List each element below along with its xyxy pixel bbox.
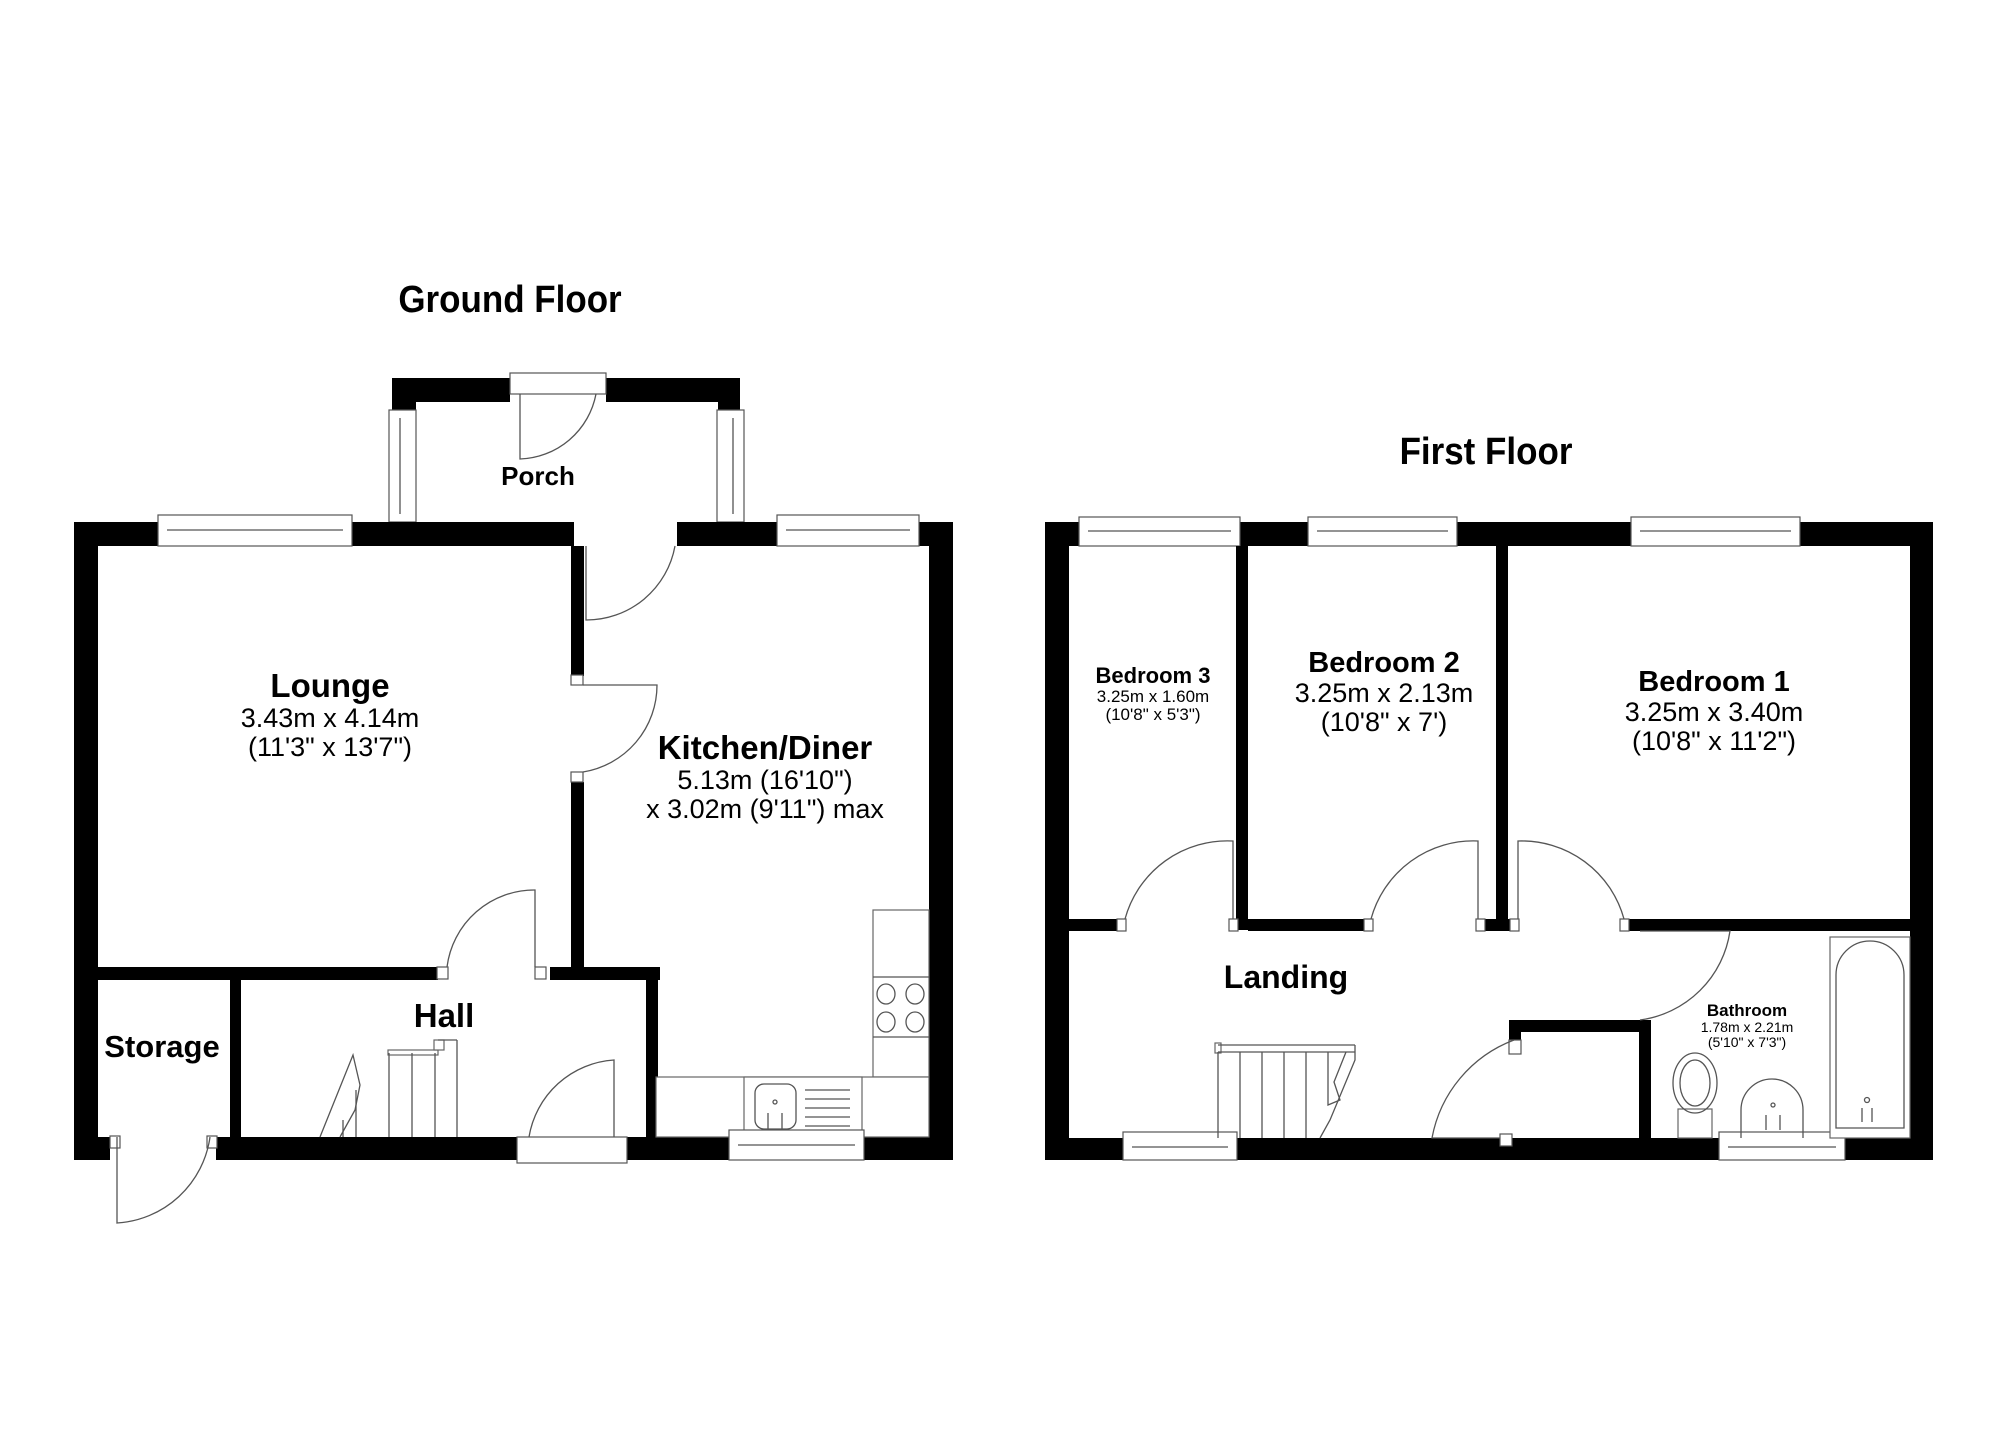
hall-door-frame [516,1136,628,1164]
bath-icon [1829,936,1911,1139]
hob-icon [876,983,925,1033]
hall-lounge-door-swing [446,889,536,968]
room-label-hall: Hall [414,998,475,1034]
sink-icon [754,1083,850,1130]
lounge-door-swing [582,684,658,773]
room-label-bathroom: Bathroom 1.78m x 2.21m (5'10" x 7'3") [1700,1001,1794,1051]
first-floor-title: First Floor [1399,431,1573,473]
bedroom3-door-swing [1124,840,1234,920]
room-label-porch: Porch [501,462,575,490]
room-dimensions-imperial: (10'8" x 11'2") [1631,726,1797,757]
room-dimensions-line2: x 3.02m (9'11") max [646,793,884,824]
ground-floor-title: Ground Floor [398,279,622,321]
landing-window [1122,1131,1238,1161]
bathroom-door-swing [1639,930,1731,1021]
room-dimensions-metric: 3.25m x 1.60m [1096,686,1210,706]
room-name: Porch [501,461,575,491]
bedroom2-door-swing [1370,840,1479,920]
ground-staircase [319,1039,458,1138]
room-dimensions-metric: 3.25m x 2.13m [1294,678,1474,709]
hall-door-swing [528,1059,615,1138]
room-name: Kitchen/Diner [657,729,873,766]
bathroom-window [1718,1131,1846,1161]
toilet-icon [1672,1052,1718,1139]
storage-door-swing [116,1136,211,1224]
first-floor-plan [1045,516,1933,1161]
room-name: Bedroom 3 [1095,663,1211,688]
room-name: Bedroom 1 [1638,666,1790,698]
room-label-storage: Storage [104,1029,220,1064]
room-label-lounge: Lounge 3.43m x 4.14m (11'3" x 13'7") [241,668,420,762]
room-label-landing: Landing [1224,960,1348,995]
bedroom1-door-swing [1517,840,1625,920]
storage-hall-wall [230,980,241,1140]
room-dimensions-metric: 3.43m x 4.14m [240,702,420,733]
room-name: Bedroom 2 [1308,647,1460,679]
room-label-bedroom-3: Bedroom 3 3.25m x 1.60m (10'8" x 5'3") [1096,664,1211,724]
room-dimensions-imperial: (10'8" x 7') [1320,707,1448,738]
room-name: Storage [104,1029,220,1064]
room-dimensions-line1: 5.13m (16'10") [677,764,853,795]
room-name: Hall [413,997,475,1034]
room-dimensions-imperial: (5'10" x 7'3") [1707,1034,1787,1051]
room-name: Landing [1223,959,1349,995]
porch-inner-door-swing [585,545,676,621]
first-outer-walls [1045,522,1933,1160]
room-name: Lounge [270,667,390,704]
front-door-frame [509,372,607,395]
porch-door-swing [519,393,597,460]
kitchen-worktops [655,909,930,1138]
room-dimensions-metric: 3.25m x 3.40m [1624,697,1804,728]
room-label-kitchen-diner: Kitchen/Diner 5.13m (16'10") x 3.02m (9'… [646,730,884,824]
porch-window-right [716,409,745,523]
ground-outer-walls [74,522,953,1160]
lounge-kitchen-partition [571,546,584,978]
basin-icon [1740,1078,1804,1138]
room-name: Bathroom [1706,1001,1788,1020]
porch-window-left [388,409,417,523]
room-label-bedroom-2: Bedroom 2 3.25m x 2.13m (10'8" x 7') [1294,647,1474,738]
cupboard-door-swing [1431,1039,1515,1139]
room-label-bedroom-1: Bedroom 1 3.25m x 3.40m (10'8" x 11'2") [1624,666,1804,757]
room-dimensions-imperial: (10'8" x 5'3") [1105,705,1201,725]
first-staircase [1214,1042,1356,1139]
room-dimensions-metric: 1.78m x 2.21m [1700,1019,1794,1036]
ground-floor-plan [74,372,953,1224]
room-dimensions-imperial: (11'3" x 13'7") [247,731,413,762]
